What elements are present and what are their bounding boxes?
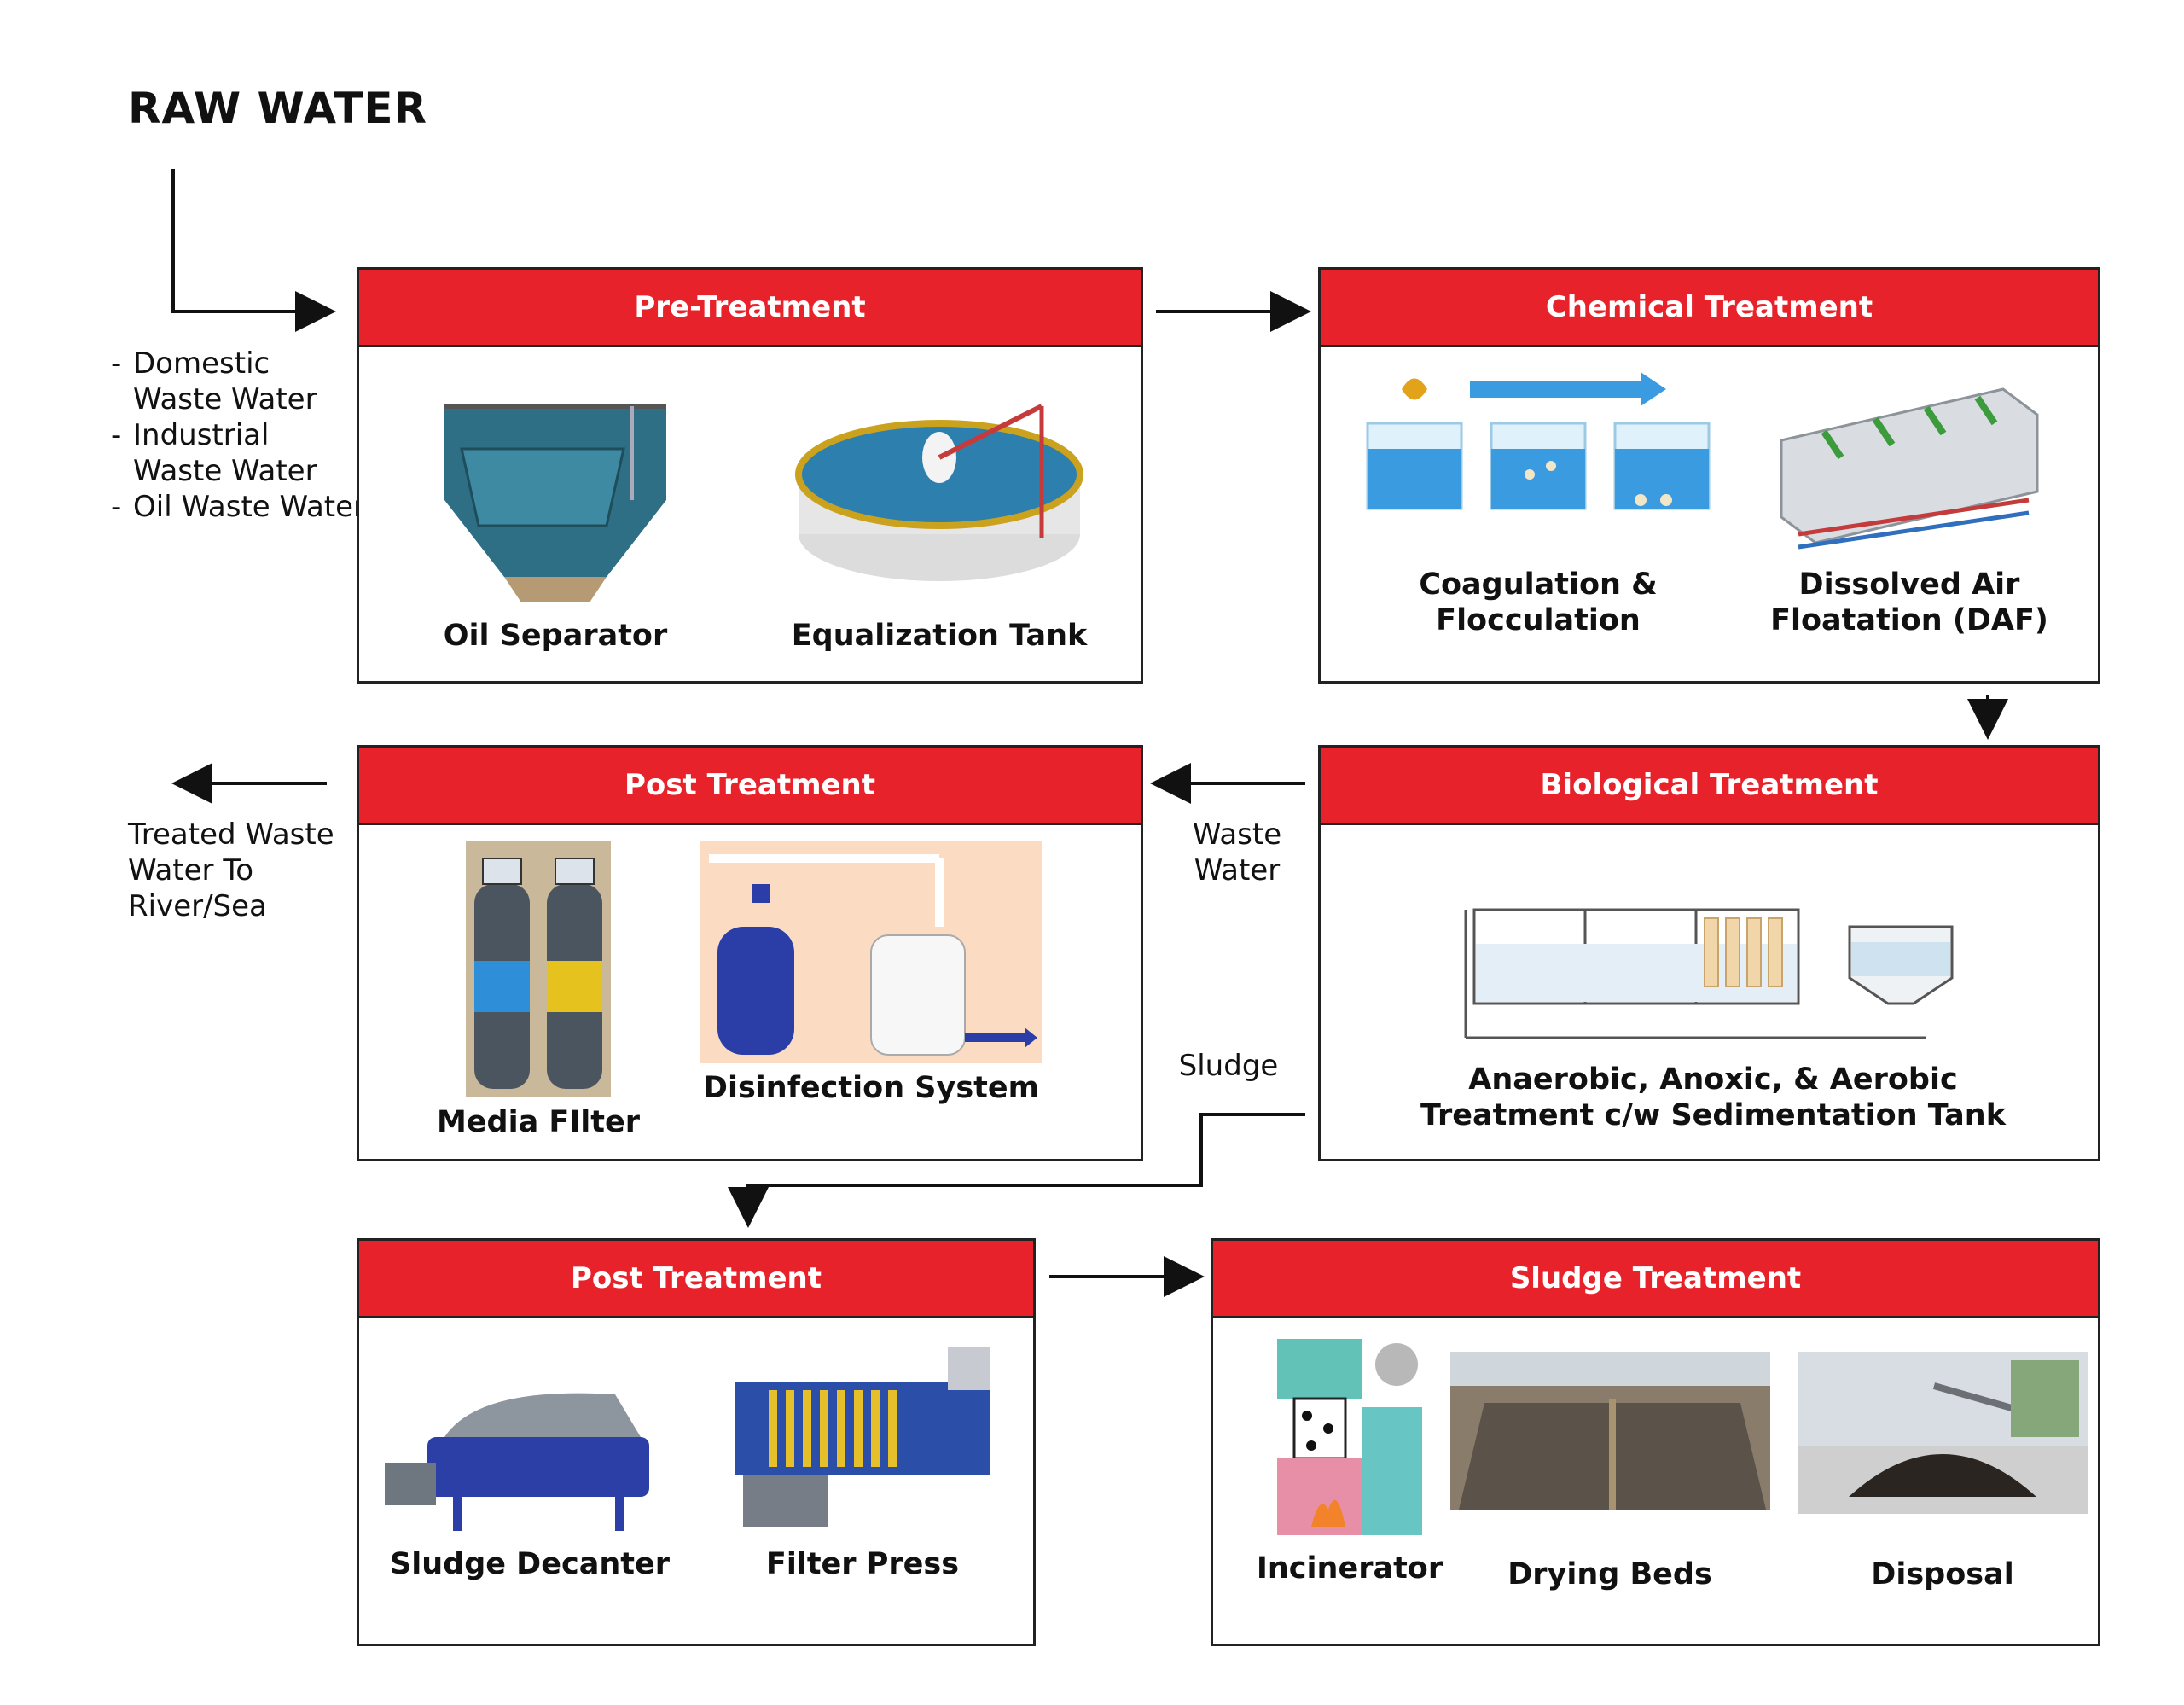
disinfection-system-image: [700, 841, 1042, 1063]
inputs-list: Domestic Waste Water Industrial Waste Wa…: [111, 346, 367, 525]
stage-post-title: Post Treatment: [359, 748, 1141, 825]
outflow-label: Treated Waste Water To River/Sea: [128, 818, 334, 923]
daf-image: [1747, 364, 2071, 560]
item-incinerator: Incinerator: [1230, 1330, 1469, 1586]
waste-water-label: Waste Water: [1192, 818, 1282, 887]
biological-process-label: Anaerobic, Anoxic, & Aerobic Treatment c…: [1420, 1062, 2006, 1132]
item-disinfection-system: Disinfection System: [692, 841, 1050, 1106]
sludge-decanter-label: Sludge Decanter: [390, 1547, 670, 1581]
disposal-image: [1798, 1352, 2088, 1514]
media-filter-label: Media FIlter: [436, 1105, 641, 1139]
stage-sludge-post-treatment: Post Treatment Sludge Decanter Fil: [357, 1238, 1036, 1646]
drying-beds-label: Drying Beds: [1507, 1557, 1712, 1592]
stage-chemical-treatment: Chemical Treatment Coagulation: [1318, 267, 2100, 684]
item-coagulation: Coagulation & Flocculation: [1355, 364, 1722, 638]
stage-sludge-treatment: Sludge Treatment Incinerator Drying: [1211, 1238, 2100, 1646]
arrow-raw-to-pre: [171, 169, 336, 332]
coagulation-label: Coagulation & Flocculation: [1419, 567, 1658, 637]
stage-pre-title: Pre-Treatment: [359, 270, 1141, 347]
stage-chemical-title: Chemical Treatment: [1321, 270, 2098, 347]
stage-sludge-post-title: Post Treatment: [359, 1241, 1033, 1318]
coagulation-image: [1359, 364, 1717, 560]
disposal-label: Disposal: [1871, 1557, 2014, 1592]
incinerator-image: [1269, 1330, 1431, 1544]
item-sludge-decanter: Sludge Decanter: [376, 1369, 683, 1582]
stage-post-treatment: Post Treatment Media FIlter: [357, 745, 1143, 1161]
equalization-tank-label: Equalization Tank: [791, 619, 1088, 653]
item-filter-press: Filter Press: [700, 1330, 1025, 1582]
stage-biological-treatment: Biological Treatment Anaerobic, Anoxic, …: [1318, 745, 2100, 1161]
item-equalization-tank: Equalization Tank: [760, 355, 1118, 654]
filter-press-label: Filter Press: [765, 1547, 960, 1581]
item-disposal: Disposal: [1793, 1352, 2092, 1592]
filter-press-image: [709, 1330, 1016, 1539]
input-industrial: Industrial Waste Water: [111, 417, 367, 489]
stage-biological-title: Biological Treatment: [1321, 748, 2098, 825]
item-oil-separator: Oil Separator: [393, 355, 717, 654]
stage-sludge-title: Sludge Treatment: [1213, 1241, 2098, 1318]
item-daf: Dissolved Air Floatation (DAF): [1730, 364, 2088, 638]
item-media-filter: Media FIlter: [436, 841, 641, 1140]
arrow-biological-sludge: [728, 1113, 1305, 1228]
input-domestic: Domestic Waste Water: [111, 346, 367, 417]
stage-pre-treatment: Pre-Treatment Oil Separator Equaliza: [357, 267, 1143, 684]
input-oil: Oil Waste Water: [111, 489, 367, 525]
daf-label: Dissolved Air Floatation (DAF): [1770, 567, 2048, 637]
oil-separator-label: Oil Separator: [443, 619, 668, 653]
item-biological-process: Anaerobic, Anoxic, & Aerobic Treatment c…: [1389, 841, 2037, 1133]
disinfection-system-label: Disinfection System: [702, 1071, 1040, 1105]
diagram-title: RAW WATER: [128, 84, 427, 133]
oil-separator-image: [410, 355, 700, 611]
media-filter-image: [466, 841, 611, 1097]
sludge-decanter-image: [385, 1369, 675, 1539]
drying-beds-image: [1449, 1352, 1770, 1510]
item-drying-beds: Drying Beds: [1443, 1352, 1776, 1592]
sludge-label: Sludge: [1178, 1049, 1279, 1083]
equalization-tank-image: [786, 355, 1093, 611]
biological-process-image: [1449, 841, 1978, 1055]
incinerator-label: Incinerator: [1256, 1551, 1443, 1586]
